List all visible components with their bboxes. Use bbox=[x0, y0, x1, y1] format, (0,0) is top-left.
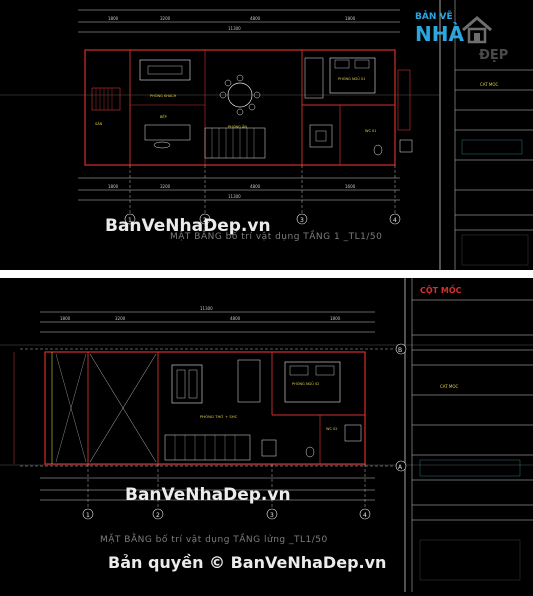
top-dim-total: 11300 bbox=[228, 26, 241, 31]
bottom-furniture bbox=[171, 359, 362, 458]
axis-1: 1 bbox=[128, 217, 132, 224]
svg-text:4800: 4800 bbox=[230, 316, 241, 321]
top-panel: 1800 3200 4800 1800 11300 bbox=[0, 0, 533, 270]
room-label-kitchen: BẾP bbox=[160, 113, 167, 119]
room-label-altar: PHÒNG THỜ + SHC bbox=[200, 414, 238, 419]
logo-brand-text: NHÀ bbox=[415, 22, 464, 46]
svg-text:3200: 3200 bbox=[160, 184, 171, 189]
toilet-01 bbox=[373, 144, 383, 156]
kitchen-counter bbox=[144, 124, 191, 141]
svg-text:4: 4 bbox=[363, 512, 367, 519]
plan1-title: MẶT BẰNG bố trí vật dụng TẦNG 1 _TL1/50 bbox=[170, 232, 383, 242]
company-logo-text: CỘT MỐC bbox=[420, 283, 462, 295]
svg-text:1800: 1800 bbox=[108, 184, 119, 189]
top-furniture bbox=[139, 57, 413, 156]
axis-b: B bbox=[398, 347, 402, 354]
watermark-copyright: Bản quyền © BanVeNhaDep.vn bbox=[108, 553, 387, 572]
room-label-wc01: WC 01 bbox=[365, 129, 376, 133]
top-dim-2: 3200 bbox=[160, 16, 171, 21]
brand-logo: BẢN VẼ NHÀ ĐẸP bbox=[409, 8, 529, 66]
top-room-labels: PHÒNG KHÁCH PHÒNG ĂN PHÒNG NGỦ 01 BẾP WC… bbox=[95, 76, 376, 133]
svg-text:11300: 11300 bbox=[228, 194, 241, 199]
top-project-name: CAT MOC bbox=[480, 82, 499, 87]
bed-02 bbox=[284, 361, 341, 403]
top-axis-bubbles: 1 2 3 4 bbox=[124, 165, 401, 225]
house-icon bbox=[462, 16, 492, 44]
stair-core bbox=[309, 124, 333, 148]
altar-table bbox=[171, 364, 203, 404]
shelf bbox=[237, 359, 261, 403]
top-stair bbox=[204, 127, 266, 159]
axis-a: A bbox=[398, 464, 403, 471]
bottom-row-axes: B A bbox=[20, 343, 407, 472]
svg-text:1600: 1600 bbox=[345, 184, 356, 189]
watermark-middle: BanVeNhaDep.vn bbox=[125, 485, 291, 505]
room-label-bed02: PHÒNG NGỦ 02 bbox=[292, 381, 319, 386]
top-dim-top: 1800 3200 4800 1800 11300 bbox=[78, 9, 400, 33]
top-titleblock: CAT MOC bbox=[454, 0, 533, 270]
svg-text:1: 1 bbox=[86, 512, 90, 519]
svg-text:4800: 4800 bbox=[250, 184, 261, 189]
top-dim-3: 4800 bbox=[250, 16, 261, 21]
wardrobe bbox=[304, 57, 324, 99]
top-panel-bg bbox=[0, 0, 533, 270]
dining-table bbox=[227, 82, 253, 108]
logo-brand-text-2: ĐẸP bbox=[479, 48, 509, 63]
bottom-stair bbox=[164, 434, 251, 461]
bottom-axis-bubbles: 1 2 3 4 bbox=[82, 464, 371, 520]
top-entrance-steps bbox=[91, 87, 121, 111]
watermark-top: BanVeNhaDep.vn bbox=[105, 216, 271, 236]
bottom-dim-bottom bbox=[40, 477, 375, 501]
top-dim-bottom: 1800 3200 4800 1600 11300 bbox=[78, 177, 400, 201]
bottom-project-name: CAT MOC bbox=[440, 384, 459, 389]
svg-text:3200: 3200 bbox=[115, 316, 126, 321]
room-label-living: PHÒNG KHÁCH bbox=[150, 93, 177, 98]
panel-divider bbox=[0, 270, 533, 278]
axis-3: 3 bbox=[300, 217, 304, 224]
axis-4: 4 bbox=[393, 217, 397, 224]
room-label-wc02: WC 02 bbox=[326, 427, 337, 431]
motorbike bbox=[153, 141, 171, 149]
bottom-titleblock: CỘT MỐC CAT MOC bbox=[411, 278, 533, 592]
bottom-plan-walls bbox=[13, 351, 366, 465]
bed-01 bbox=[329, 57, 376, 94]
logo-top-text: BẢN VẼ bbox=[415, 12, 453, 22]
room-label-bed01: PHÒNG NGỦ 01 bbox=[338, 76, 365, 81]
svg-text:1800: 1800 bbox=[60, 316, 71, 321]
plan2-title: MẶT BẰNG bố trí vật dụng TẦNG lửng _TL1/… bbox=[100, 535, 328, 545]
svg-text:2: 2 bbox=[156, 512, 160, 519]
toilet-02 bbox=[305, 446, 315, 458]
axis-2: 2 bbox=[203, 217, 207, 224]
svg-text:11300: 11300 bbox=[200, 306, 213, 311]
top-dim-1: 1800 bbox=[108, 16, 119, 21]
sofa bbox=[139, 59, 191, 81]
svg-text:3: 3 bbox=[270, 512, 274, 519]
bottom-dim-top: 1800 3200 4800 1800 11300 bbox=[40, 306, 375, 333]
bottom-room-labels: PHÒNG THỜ + SHC PHÒNG NGỦ 02 WC 02 bbox=[200, 381, 337, 431]
bottom-panel: 1800 3200 4800 1800 11300 B A bbox=[0, 278, 533, 592]
svg-text:1800: 1800 bbox=[330, 316, 341, 321]
room-label-dining: PHÒNG ĂN bbox=[228, 124, 247, 129]
room-label-yard: SÂN bbox=[95, 121, 103, 126]
top-dim-4: 1800 bbox=[345, 16, 356, 21]
